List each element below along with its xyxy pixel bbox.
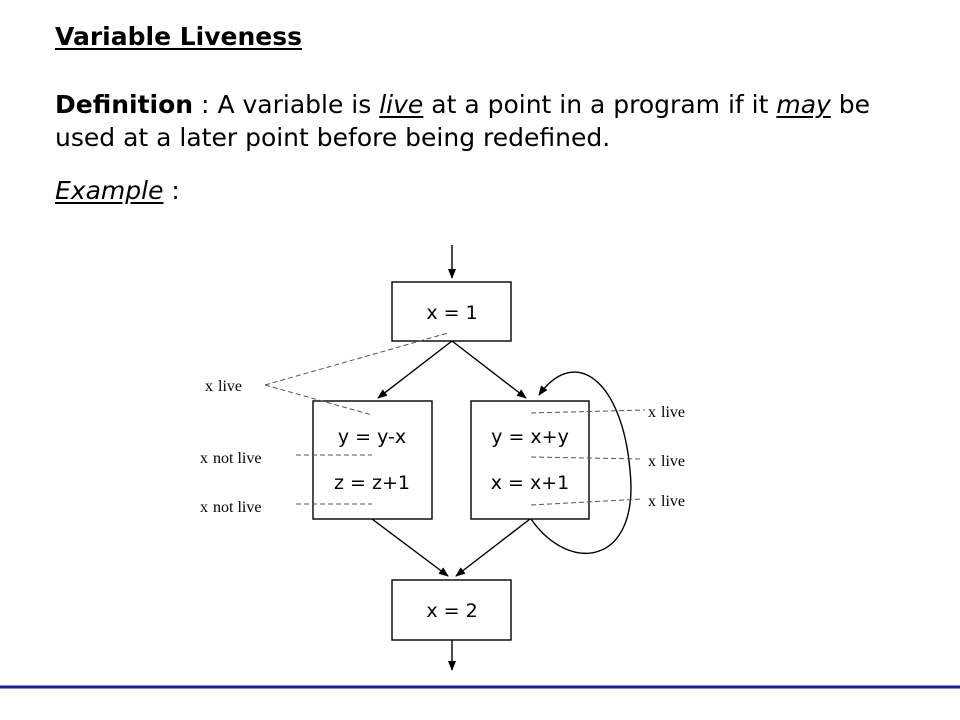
exit-block	[391, 579, 512, 641]
loop-back-edge	[530, 371, 632, 554]
edge-right-to-exit	[455, 518, 531, 577]
may-word: may	[776, 90, 831, 119]
entry-block	[391, 281, 512, 342]
definition-label: Definition	[55, 90, 194, 119]
right-block	[470, 400, 590, 520]
right-block-line-1: y = x+y	[491, 426, 569, 448]
annotation-leaders	[264, 332, 646, 506]
left-block	[312, 400, 433, 520]
definition-part1: A variable is	[217, 90, 380, 119]
definition-part2: at a point in a program if it	[423, 90, 777, 119]
left-block-line-2: z = z+1	[334, 472, 410, 494]
left-block-line-1: y = y-x	[338, 426, 406, 448]
definition-part3: be used at a later point before being re…	[55, 90, 871, 152]
definition-text: Definition : A variable is live at a poi…	[55, 88, 905, 154]
example-heading: Example :	[55, 176, 180, 205]
example-label: Example	[55, 176, 164, 205]
right-block-line-2: x = x+1	[491, 472, 570, 494]
entry-block-code: x = 1	[426, 302, 477, 324]
slide-title: Variable Liveness	[55, 22, 303, 51]
definition-colon: :	[193, 90, 218, 119]
edge-entry-to-right	[451, 340, 527, 399]
example-colon: :	[163, 176, 180, 205]
edge-left-to-exit	[371, 518, 449, 577]
live-word: live	[379, 90, 424, 119]
exit-block-code: x = 2	[426, 600, 477, 622]
edge-entry-to-left	[377, 340, 453, 399]
